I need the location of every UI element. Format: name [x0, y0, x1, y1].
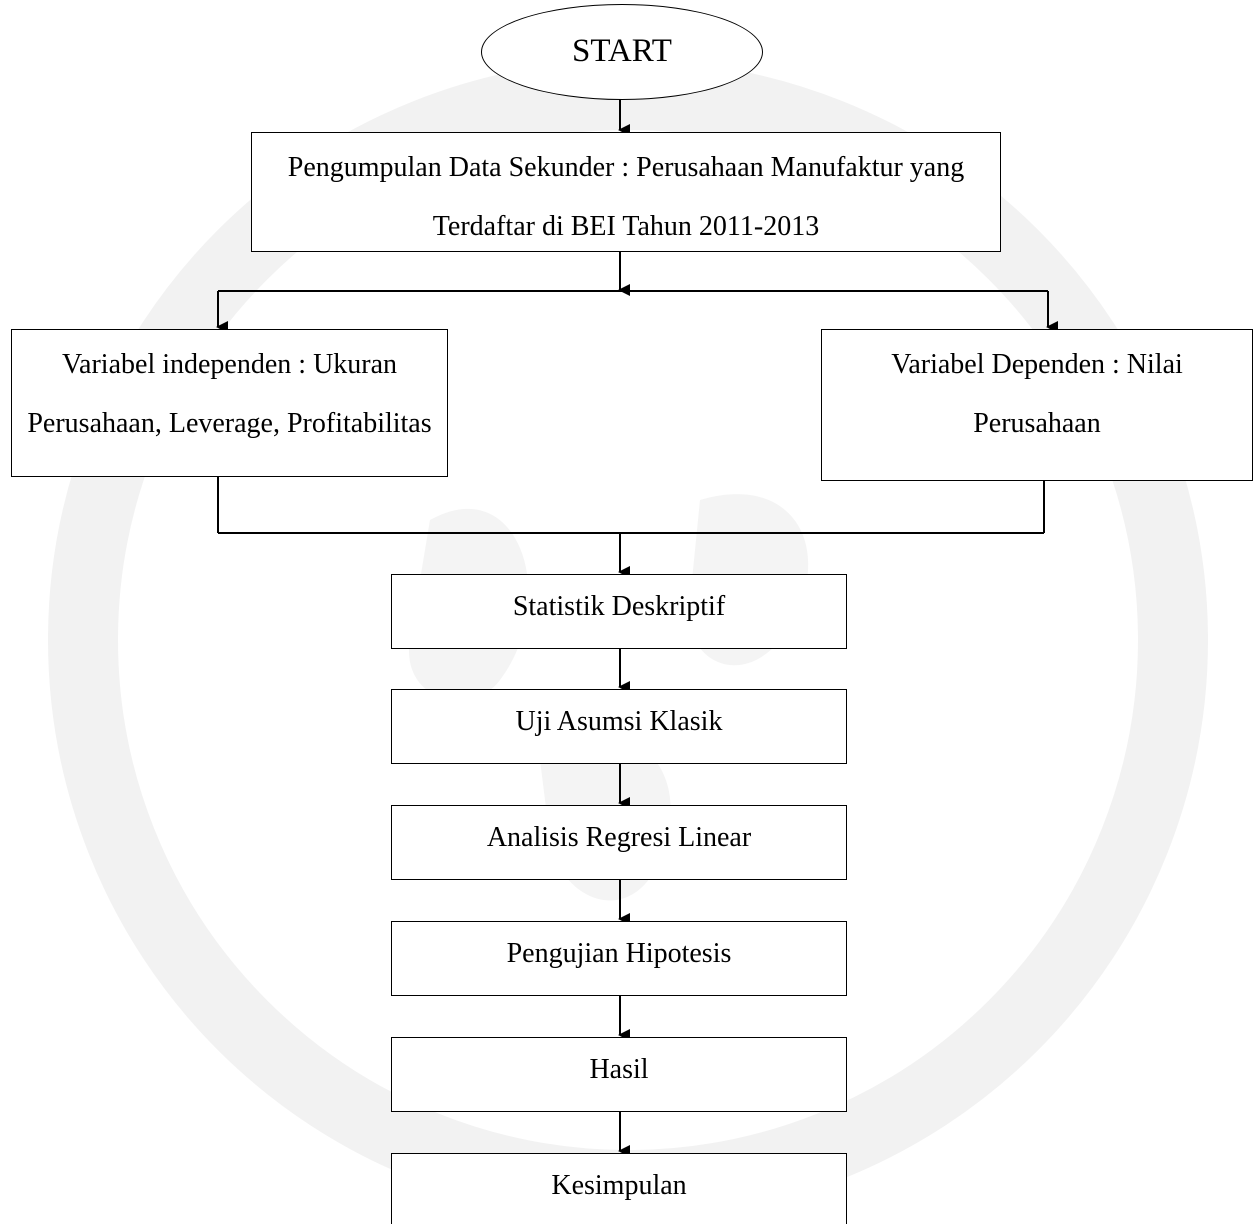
step-statistik-deskriptif: Statistik Deskriptif [391, 574, 847, 649]
step-uji-asumsi-klasik: Uji Asumsi Klasik [391, 689, 847, 764]
data-collection-box: Pengumpulan Data Sekunder : Perusahaan M… [251, 132, 1001, 252]
dependent-variable-label: Variabel Dependen : Nilai Perusahaan [891, 349, 1183, 439]
step-analisis-regresi-linear: Analisis Regresi Linear [391, 805, 847, 880]
step-label: Hasil [589, 1054, 649, 1085]
step-pengujian-hipotesis: Pengujian Hipotesis [391, 921, 847, 996]
independent-variable-box: Variabel independen : Ukuran Perusahaan,… [11, 329, 448, 477]
step-label: Statistik Deskriptif [512, 591, 726, 622]
step-label: Kesimpulan [551, 1170, 687, 1201]
independent-variable-label: Variabel independen : Ukuran Perusahaan,… [27, 349, 432, 439]
start-terminator: START [481, 4, 763, 100]
dependent-variable-box: Variabel Dependen : Nilai Perusahaan [821, 329, 1253, 481]
step-label: Uji Asumsi Klasik [515, 706, 723, 737]
data-collection-label: Pengumpulan Data Sekunder : Perusahaan M… [287, 152, 965, 242]
step-hasil: Hasil [391, 1037, 847, 1112]
step-kesimpulan: Kesimpulan [391, 1153, 847, 1224]
step-label: Analisis Regresi Linear [486, 822, 752, 853]
step-label: Pengujian Hipotesis [506, 938, 732, 969]
start-label: START [572, 33, 672, 69]
